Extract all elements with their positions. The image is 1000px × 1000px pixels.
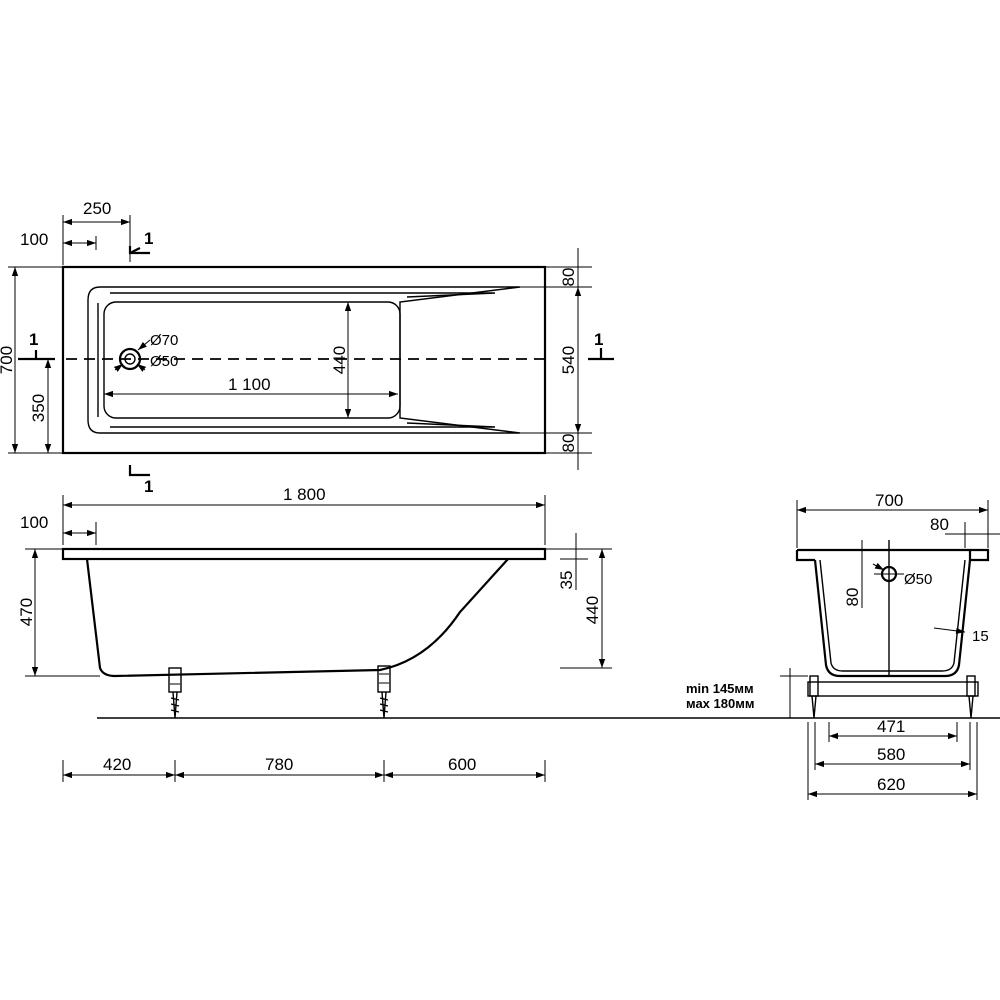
dim-top-100: 100	[20, 230, 48, 249]
dim-80-right-top: 80	[559, 268, 578, 287]
side-leg-right	[377, 665, 391, 719]
dim-d50-end: Ø50	[904, 571, 932, 588]
top-view-outline	[61, 265, 547, 455]
dim-350: 350	[29, 394, 48, 422]
side-rim	[61, 547, 547, 561]
dim-drain-d70: Ø70	[150, 332, 178, 349]
drain-leader-50	[113, 363, 124, 372]
section-mark-right	[588, 348, 614, 361]
dim-600: 600	[448, 755, 476, 774]
dim-420: 420	[103, 755, 131, 774]
drain-leader-70	[137, 339, 151, 351]
end-drain-leader	[872, 562, 885, 571]
dim-top-250: 250	[83, 199, 111, 218]
section-mark-bottom	[128, 465, 150, 477]
basin-bottom	[103, 301, 401, 419]
dim-line-15	[933, 627, 966, 634]
dim-440-side: 440	[583, 596, 602, 624]
dim-700: 700	[0, 346, 16, 374]
dim-80-end: 80	[930, 515, 949, 534]
dim-620: 620	[877, 775, 905, 794]
section-label-bottom: 1	[144, 477, 153, 496]
end-tub-inner	[819, 559, 966, 672]
dim-drain-d50: Ø50	[150, 353, 178, 370]
dim-540: 540	[559, 346, 578, 374]
side-leg-left	[168, 667, 182, 719]
section-label-top: 1	[144, 229, 153, 248]
note-min-height: min 145мм	[686, 681, 754, 696]
end-rim	[795, 548, 990, 562]
end-frame	[807, 675, 979, 719]
section-mark-top	[128, 246, 150, 255]
drain-outer-circle	[118, 347, 142, 371]
section-label-left: 1	[29, 330, 38, 349]
dim-100-side: 100	[20, 513, 48, 532]
dim-80-right-bottom: 80	[559, 434, 578, 453]
end-view: 700 80 80 Ø50 15 min 145мм мах 180мм	[686, 491, 1000, 800]
drain-leader-50b	[136, 363, 147, 372]
basin-inner-edge	[97, 292, 496, 428]
dim-440-top: 440	[330, 346, 349, 374]
dim-700-end: 700	[875, 491, 903, 510]
dim-780: 780	[265, 755, 293, 774]
dim-80-drain: 80	[843, 588, 862, 607]
dim-15: 15	[972, 628, 989, 645]
top-view: Ø70 Ø50 250 100 1 1 1 1 700 350 1 100 44…	[0, 199, 614, 496]
side-view: 1 800 100 470	[17, 485, 1000, 782]
dim-1800: 1 800	[283, 485, 326, 504]
drain-inner-circle	[124, 353, 136, 365]
dim-471: 471	[877, 717, 905, 736]
dim-1100: 1 100	[228, 375, 271, 394]
dim-580: 580	[877, 745, 905, 764]
section-mark-left	[18, 350, 55, 361]
basin-outer-edge	[87, 286, 521, 434]
dim-470: 470	[17, 598, 36, 626]
side-tub-body	[85, 558, 509, 678]
end-tub-outer	[813, 559, 972, 678]
note-max-height: мах 180мм	[686, 696, 754, 711]
dim-35: 35	[557, 571, 576, 590]
section-label-right: 1	[594, 330, 603, 349]
